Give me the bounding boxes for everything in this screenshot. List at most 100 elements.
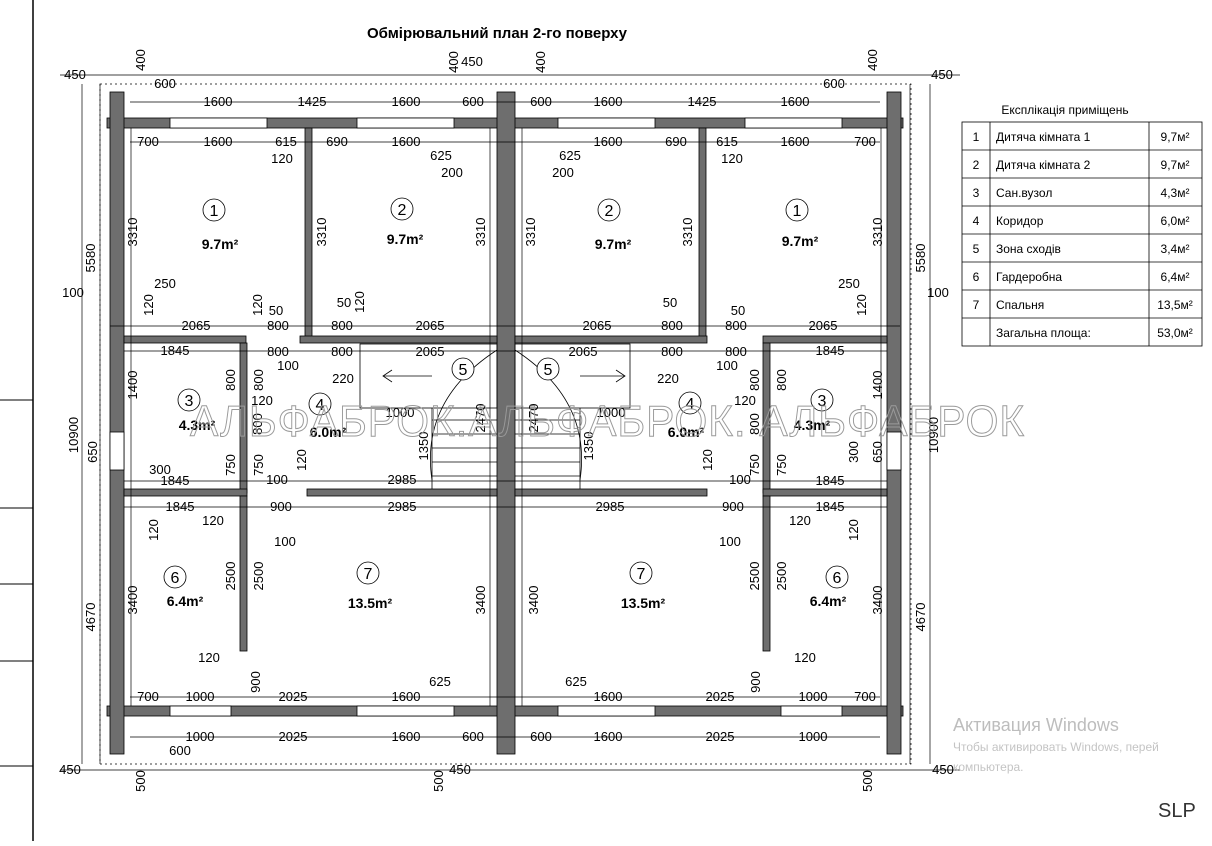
room-number: 6 (833, 570, 842, 587)
room-number: 4 (686, 396, 695, 413)
dim-label: 1000 (799, 689, 828, 704)
room-number-circle (163, 565, 187, 589)
dim-label: 2025 (279, 689, 308, 704)
dim-label: 800 (747, 413, 762, 435)
dim-label: 3400 (473, 586, 488, 615)
dim-label: 250 (838, 276, 860, 291)
dim-label: 1600 (204, 94, 233, 109)
dim-label: 400 (446, 51, 461, 73)
room-area: 6.4m² (167, 593, 204, 609)
dim-label: 2985 (388, 499, 417, 514)
room-number: 1 (210, 203, 219, 220)
dim-label: 50 (337, 295, 351, 310)
dim-label: 1600 (594, 134, 623, 149)
dim-label: 3310 (680, 218, 695, 247)
dim-label: 1400 (870, 371, 885, 400)
dim-label: 50 (731, 303, 745, 318)
dim-label: 1845 (816, 343, 845, 358)
dim-label: 3310 (870, 218, 885, 247)
dim-label: 120 (198, 650, 220, 665)
staircase (359, 343, 631, 489)
room-number-circle (536, 357, 560, 381)
dim-label: 625 (429, 674, 451, 689)
room-marker: 1 9.7m² (782, 198, 819, 249)
dim-label: 1600 (392, 134, 421, 149)
explication-title: Експлікація приміщень (1001, 103, 1128, 117)
dim-label: 10900 (66, 417, 81, 453)
dim-label: 615 (716, 134, 738, 149)
dim-label: 2500 (251, 562, 266, 591)
table-cell-area: 9,7м² (1161, 130, 1190, 144)
dim-label: 625 (430, 148, 452, 163)
dim-label: 120 (846, 519, 861, 541)
room-number-circle (177, 388, 201, 412)
dim-label: 100 (266, 472, 288, 487)
room-area: 9.7m² (202, 236, 239, 252)
dim-label: 120 (251, 393, 273, 408)
dim-label: 100 (277, 358, 299, 373)
dim-label: 650 (85, 441, 100, 463)
dim-label: 2985 (596, 499, 625, 514)
dim-label: 120 (250, 294, 265, 316)
dim-label: 450 (59, 762, 81, 777)
watermark: АЛЬФАБРОК.АЛЬФАБРОК. АЛЬФАБРОК (190, 397, 1025, 446)
dim-label: 800 (661, 344, 683, 359)
dim-label: 500 (133, 770, 148, 792)
dim-label: 800 (267, 344, 289, 359)
dim-label: 3310 (314, 218, 329, 247)
room-marker: 5 (451, 357, 475, 381)
window-bottom-3 (557, 705, 656, 717)
dim-label: 800 (251, 369, 266, 391)
dim-label: 2065 (583, 318, 612, 333)
dim-label: 1000 (597, 405, 626, 420)
dim-label: 5580 (913, 244, 928, 273)
table-cell-num: 6 (973, 270, 980, 284)
dim-label: 800 (331, 318, 353, 333)
room-number: 7 (637, 566, 646, 583)
wall-partition-r12 (698, 127, 707, 343)
room-markers: 1 9.7m² 2 9.7m² 2 9.7m² 1 9.7m² 3 4.3m² … (163, 197, 849, 611)
dim-label: 3310 (523, 218, 538, 247)
table-cell-area: 6,0м² (1161, 214, 1190, 228)
window-top-3 (557, 117, 656, 129)
activation-line2: компьютера. (953, 760, 1024, 774)
stair-arc-r (514, 349, 582, 481)
wall-h1-lc (299, 335, 498, 344)
room-marker: 3 4.3m² (794, 388, 834, 433)
table-cell-name: Коридор (996, 214, 1044, 228)
explication-cells: 1 Дитяча кімната 1 9,7м² 2 Дитяча кімнат… (973, 130, 1193, 340)
dim-label: 600 (530, 94, 552, 109)
dim-label: 1400 (125, 371, 140, 400)
dim-label: 5580 (83, 244, 98, 273)
stair-arrowhead-r (615, 369, 626, 383)
dim-label: 600 (530, 729, 552, 744)
dim-label: 700 (137, 134, 159, 149)
table-cell-num: 2 (973, 158, 980, 172)
dim-label: 1000 (186, 729, 215, 744)
dim-label: 1600 (204, 134, 233, 149)
table-cell-name: Дитяча кімната 2 (996, 158, 1091, 172)
dim-label: 1600 (594, 689, 623, 704)
room-number-circle (678, 391, 702, 415)
dim-label: 4670 (83, 603, 98, 632)
dim-label: 615 (275, 134, 297, 149)
dim-label: 625 (565, 674, 587, 689)
dim-label: 800 (661, 318, 683, 333)
window-right (886, 431, 902, 471)
room-number: 3 (185, 393, 194, 410)
dim-label: 625 (559, 148, 581, 163)
dim-label: 800 (223, 369, 238, 391)
dim-label: 1845 (816, 499, 845, 514)
dim-label: 200 (441, 165, 463, 180)
dim-label: 120 (352, 291, 367, 313)
table-cell-name: Гардеробна (996, 270, 1062, 284)
table-cell-area: 9,7м² (1161, 158, 1190, 172)
dim-label: 2065 (416, 318, 445, 333)
dim-label: 700 (854, 134, 876, 149)
room-number-circle (825, 565, 849, 589)
dimension-labels: 450 400 600 1600 1425 1600 600 400 450 4… (59, 49, 954, 792)
room-number: 4 (316, 397, 325, 414)
wall-h2-r (762, 488, 888, 497)
stair-arc-l (430, 349, 498, 481)
room-number-circle (629, 561, 653, 585)
